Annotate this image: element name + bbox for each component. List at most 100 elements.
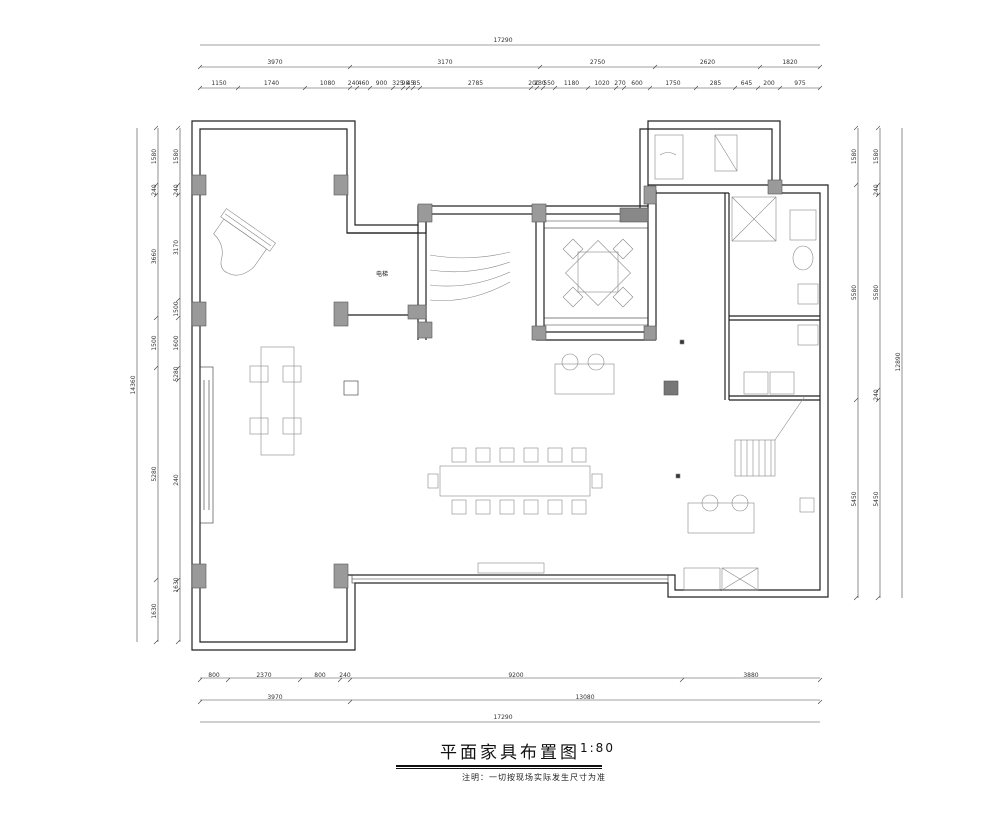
dim-label: 98 xyxy=(402,80,410,87)
tick xyxy=(153,192,159,198)
tick xyxy=(647,85,653,91)
chair xyxy=(523,499,539,515)
dim-label: 900 xyxy=(376,80,388,87)
tick xyxy=(175,125,181,131)
tick xyxy=(175,587,181,593)
tick xyxy=(817,85,823,91)
columns xyxy=(191,174,783,589)
tick xyxy=(175,297,181,303)
dim-label: 1180 xyxy=(564,80,579,87)
tick xyxy=(405,85,411,91)
dim-label: 3660 xyxy=(151,249,158,264)
dim-label: 285 xyxy=(710,80,722,87)
furniture xyxy=(213,134,819,591)
dim-label: 1150 xyxy=(211,80,226,87)
dim-label: 13080 xyxy=(575,694,594,701)
dim-label: 3970 xyxy=(267,59,282,66)
tick xyxy=(875,192,881,198)
tick xyxy=(540,85,546,91)
tick xyxy=(175,315,181,321)
dim-label: 1750 xyxy=(665,80,680,87)
dim-label: 1600 xyxy=(173,335,180,350)
dim-bottom-total: 17290 xyxy=(493,714,512,721)
dim-left-outer: 14360 xyxy=(130,375,137,394)
dim-label: 1630 xyxy=(151,603,158,618)
dim-label: 5580 xyxy=(873,285,880,300)
dim-label: 1630 xyxy=(173,577,180,592)
dim-label: 3170 xyxy=(173,240,180,255)
tick xyxy=(297,677,303,683)
tick xyxy=(354,85,360,91)
tick xyxy=(757,64,763,70)
chair xyxy=(249,417,269,435)
tick xyxy=(153,182,159,188)
tick xyxy=(755,85,761,91)
dim-label: 1080 xyxy=(320,80,335,87)
chair xyxy=(547,447,563,463)
tick xyxy=(175,577,181,583)
tick xyxy=(153,577,159,583)
tick xyxy=(652,64,658,70)
dim-label: 240 xyxy=(339,672,351,679)
dim-label: 645 xyxy=(741,80,753,87)
tick xyxy=(410,85,416,91)
tick xyxy=(853,125,859,131)
dim-label: 1580 xyxy=(173,149,180,164)
dim-label: 240 xyxy=(348,80,360,87)
tick xyxy=(585,85,591,91)
tick xyxy=(197,677,203,683)
dim-label: 600 xyxy=(631,80,643,87)
dim-label: 3970 xyxy=(267,694,282,701)
tick xyxy=(528,85,534,91)
tick xyxy=(302,85,308,91)
dim-top-total: 17290 xyxy=(493,37,512,44)
tick xyxy=(367,85,373,91)
tick xyxy=(875,387,881,393)
dim-label: 1820 xyxy=(782,59,797,66)
tick xyxy=(817,699,823,705)
chair xyxy=(451,499,467,515)
chair xyxy=(571,499,587,515)
dim-label: 200 xyxy=(528,80,540,87)
dim-right-outer: 12890 xyxy=(895,352,902,371)
tick xyxy=(875,397,881,403)
plan-note: 注明：一切按现场实际发生尺寸为准 xyxy=(462,773,606,782)
dim-label: 270 xyxy=(614,80,626,87)
dim-label: 550 xyxy=(543,80,555,87)
left-table-chairs xyxy=(249,365,302,435)
dim-label: 460 xyxy=(358,80,370,87)
tick xyxy=(347,64,353,70)
grand-piano xyxy=(213,208,276,276)
tick xyxy=(153,125,159,131)
tick xyxy=(390,85,396,91)
dim-label: 1580 xyxy=(151,149,158,164)
tick xyxy=(817,64,823,70)
chair xyxy=(249,365,269,383)
tick xyxy=(875,125,881,131)
dim-label: 800 xyxy=(314,672,326,679)
tick xyxy=(197,699,203,705)
windows xyxy=(199,205,669,584)
tick xyxy=(534,85,540,91)
tick xyxy=(875,182,881,188)
dim-bottom-row2: 3970 13080 xyxy=(267,694,594,701)
dim-label: 1500 xyxy=(173,301,180,316)
chair xyxy=(451,447,467,463)
tick xyxy=(417,85,423,91)
dim-label: 240 xyxy=(151,184,158,196)
tick xyxy=(175,377,181,383)
chair xyxy=(282,417,302,435)
chair xyxy=(523,447,539,463)
dim-label: 1500 xyxy=(151,335,158,350)
chair xyxy=(499,447,515,463)
tick xyxy=(175,639,181,645)
dim-label: 240 xyxy=(173,474,180,486)
tick xyxy=(875,595,881,601)
